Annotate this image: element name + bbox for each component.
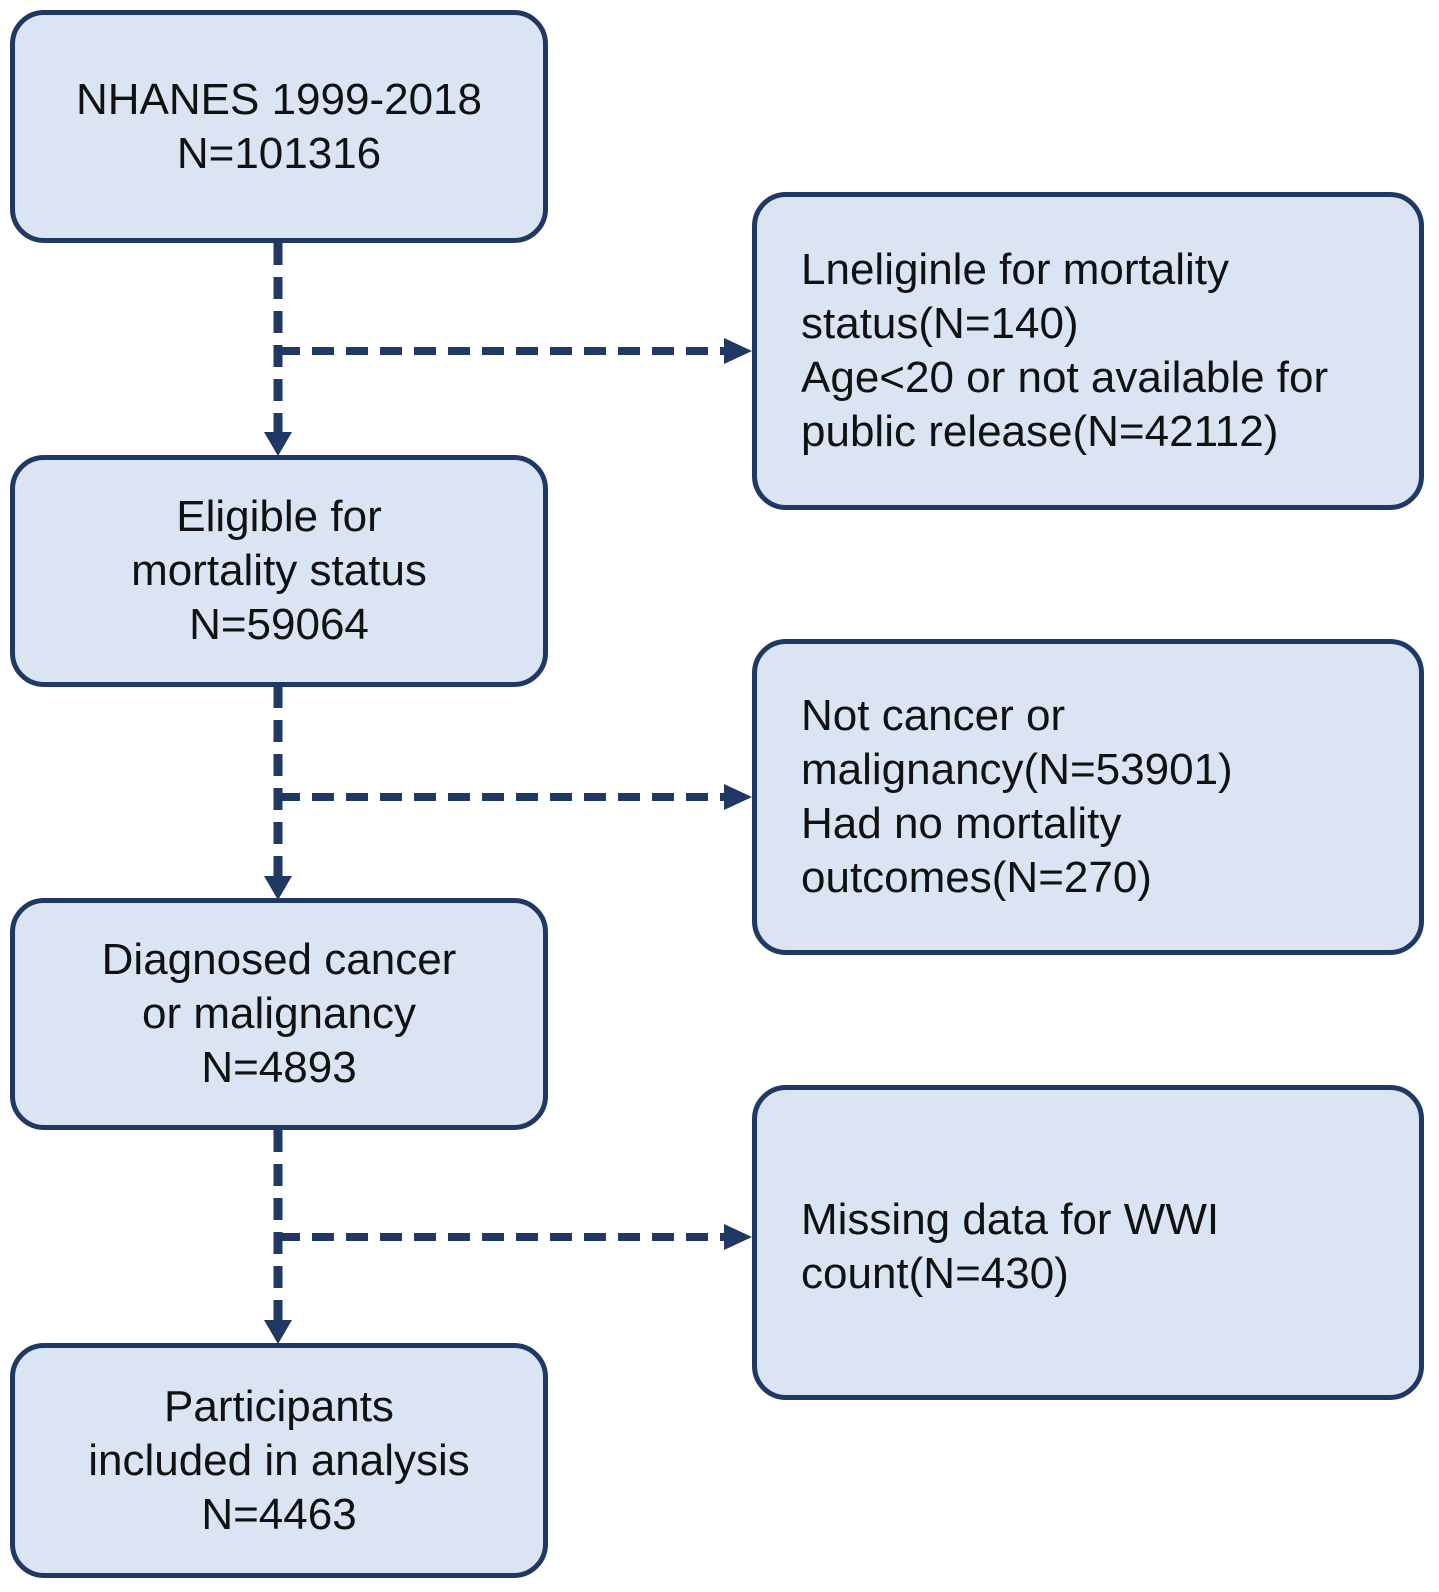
exclusion-text-line: Not cancer or [801, 691, 1066, 740]
step-count: N=101316 [176, 128, 382, 178]
step-box-diagnosed-cancer: Diagnosed cancer or malignancy N=4893 [10, 898, 548, 1130]
step-text-line: included in analysis [88, 1435, 470, 1485]
exclusion-text-line: Lneliginle for mortality [801, 245, 1229, 294]
exclusion-text-line: malignancy(N=53901) [801, 745, 1233, 794]
exclusion-text-line: status(N=140) [801, 299, 1079, 348]
step-text-line: Diagnosed cancer [101, 935, 457, 984]
exclusion-text-line: Had no mortality [801, 799, 1122, 848]
exclusion-text-line: count(N=430) [801, 1249, 1069, 1298]
step-text-line: or malignancy [142, 989, 416, 1038]
step-box-eligible-mortality: Eligible for mortality status N=59064 [10, 455, 548, 687]
exclusion-text-line: Age<20 or not available for [801, 353, 1329, 402]
step-text-line: Eligible for [176, 492, 382, 541]
step-count: N=59064 [189, 600, 369, 649]
step-box-nhanes-total: NHANES 1999-2018 N=101316 [10, 10, 548, 243]
exclusion-box-no-cancer: Not cancer or malignancy(N=53901) Had no… [752, 639, 1424, 955]
exclusion-box-missing-wwi: Missing data for WWI count(N=430) [752, 1085, 1424, 1400]
arrowhead-right-2 [724, 784, 752, 810]
arrowhead-down-1 [264, 432, 292, 456]
step-box-participants-included: Participants included in analysis N=4463 [10, 1343, 548, 1578]
step-text-line: NHANES 1999-2018 [75, 74, 482, 124]
step-text-line: Participants [164, 1381, 394, 1431]
step-text-line: mortality status [131, 546, 427, 595]
arrowhead-right-3 [724, 1224, 752, 1250]
exclusion-text-line: public release(N=42112) [801, 407, 1279, 456]
exclusion-text-line: Missing data for WWI [801, 1195, 1220, 1244]
arrowhead-down-2 [264, 876, 292, 900]
arrowhead-down-3 [264, 1320, 292, 1344]
exclusion-box-mortality-age: Lneliginle for mortality status(N=140) A… [752, 192, 1424, 510]
step-count: N=4893 [201, 1043, 357, 1092]
exclusion-text-line: outcomes(N=270) [801, 853, 1152, 902]
arrowhead-right-1 [724, 338, 752, 364]
step-count: N=4463 [201, 1489, 357, 1539]
